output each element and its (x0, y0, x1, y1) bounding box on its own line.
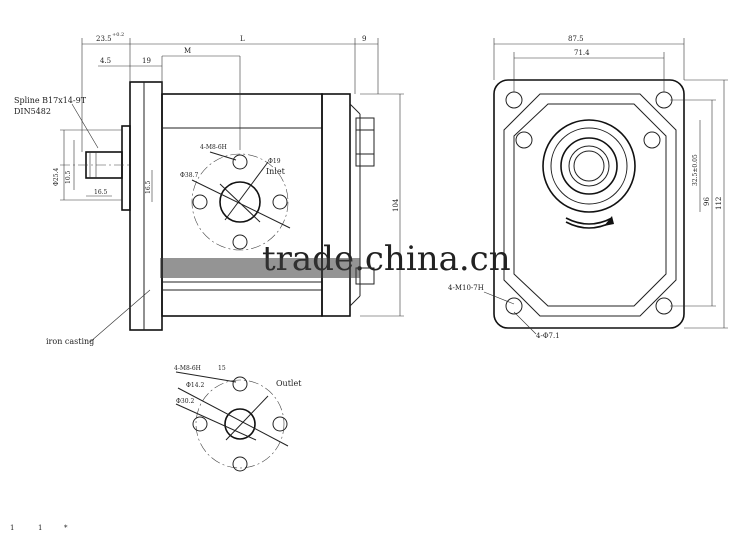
dim-shaft-length: 16.5 (94, 189, 108, 196)
mount-hole-icon (505, 297, 523, 315)
spline-leader (71, 103, 99, 149)
mount-hole-icon (655, 91, 673, 109)
inlet-thread-label: 4-M8-6H (200, 144, 227, 151)
inlet-port (191, 151, 291, 251)
dim-23-5-tolerance: +0.2 (112, 32, 124, 38)
din-label: DIN5482 (14, 107, 51, 116)
footer-mark: * (64, 524, 68, 532)
dim-16-5: 16.5 (145, 180, 152, 194)
inlet-bolt-hole (232, 154, 248, 170)
outlet-port-detail: 4-M8-6H 15 Φ14.2 Φ30.2 Outlet (174, 365, 302, 472)
inlet-bolt-hole (192, 194, 208, 210)
mount-hole-icon (505, 91, 523, 109)
front-flange (493, 79, 685, 329)
spline-label: Spline B17x14-9T (14, 96, 87, 105)
dim-height-112: 112 (715, 197, 723, 210)
dim-pilot: 32.5±0.05 (692, 154, 699, 186)
through-hole-icon (643, 131, 661, 149)
outlet-label: Outlet (276, 379, 302, 388)
mount-holes-label: 4-M10-7H (448, 284, 484, 292)
mounting-flange (129, 81, 163, 331)
iron-casting-label: iron casting (46, 337, 94, 346)
dim-hole-spacing: 71.4 (574, 49, 590, 57)
through-hole-icon (515, 131, 533, 149)
pilot-boss (121, 125, 131, 211)
outlet-thread-label: 4-M8-6H (174, 365, 201, 372)
dim-19: 19 (142, 57, 151, 65)
inlet-bore (219, 181, 261, 223)
through-holes-label: 4-Φ7.1 (536, 332, 560, 340)
casting-leader (89, 289, 151, 343)
dim-width: 87.5 (568, 35, 584, 43)
outlet-bore (224, 408, 256, 440)
outlet-pcd-label: Φ30.2 (176, 398, 194, 405)
mount-hole-icon (655, 297, 673, 315)
dim-10-5: 10.5 (65, 170, 72, 184)
front-body-outline (503, 93, 677, 317)
bolt-head (355, 117, 375, 167)
inlet-bore-label: Φ19 (268, 158, 281, 165)
outlet-depth-label: 15 (218, 365, 226, 372)
inlet-label: Inlet (266, 167, 286, 176)
dim-25-4: Φ25.4 (53, 168, 60, 186)
dim-4-5: 4.5 (100, 57, 111, 65)
dim-23-5: 23.5 (96, 35, 112, 43)
side-view: 23.5 +0.2 L 9 4.5 19 M Φ25.4 10.5 16.5 1… (14, 32, 404, 346)
outlet-bolt-hole (232, 456, 248, 472)
shaft-seal (560, 137, 618, 195)
footer-mark: 1 (10, 524, 14, 532)
front-view: 87.5 71.4 32.5±0.05 96 112 4-M10-7H 4-Φ7… (448, 35, 728, 340)
dim-m: M (184, 47, 191, 55)
dim-height-96: 96 (703, 197, 711, 206)
rear-cover (321, 93, 351, 317)
outlet-bore-label: Φ14.2 (186, 382, 204, 389)
inlet-pcd-label: Φ38.7 (180, 172, 198, 179)
dim-104: 104 (392, 198, 400, 212)
outlet-bolt-hole (232, 376, 248, 392)
outlet-bolt-hole (192, 416, 208, 432)
outlet-bolt-hole (272, 416, 288, 432)
dim-9: 9 (362, 35, 366, 43)
pilot-diameter (542, 119, 636, 213)
dim-l: L (240, 35, 245, 43)
inlet-bolt-hole (232, 234, 248, 250)
footer-mark: 1 (38, 524, 42, 532)
inlet-bolt-hole (272, 194, 288, 210)
